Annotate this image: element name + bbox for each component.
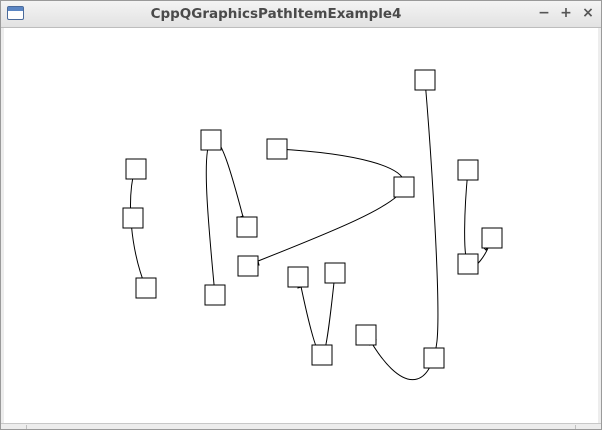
app-window-icon[interactable] [7,6,24,20]
rect-item[interactable] [324,262,346,284]
graphics-scene[interactable] [4,28,598,423]
close-button[interactable]: × [582,5,594,21]
path-item-6[interactable] [464,169,493,267]
rect-item[interactable] [125,158,147,180]
path-item-5[interactable] [366,79,439,380]
rect-item[interactable] [287,266,309,288]
resize-grip-left[interactable] [26,425,27,429]
rect-item[interactable] [414,69,436,91]
rect-item[interactable] [237,255,259,277]
rect-item[interactable] [122,207,144,229]
minimize-button[interactable]: − [538,5,550,21]
rect-item[interactable] [355,324,377,346]
rect-item[interactable] [204,284,226,306]
resize-grip-right[interactable] [575,425,576,429]
rect-item[interactable] [481,227,503,249]
rect-item[interactable] [200,129,222,151]
rect-item[interactable] [423,347,445,369]
graphics-view[interactable] [4,28,598,423]
maximize-button[interactable]: + [560,5,572,21]
rect-item[interactable] [457,253,479,275]
rect-item[interactable] [135,277,157,299]
path-item-3[interactable] [246,148,405,266]
rect-item[interactable] [236,216,258,238]
rect-item[interactable] [457,159,479,181]
rect-item[interactable] [311,344,333,366]
window-title: CppQGraphicsPathItemExample4 [150,6,402,22]
bottom-frame [1,423,601,429]
rect-item[interactable] [393,176,415,198]
title-bar[interactable]: CppQGraphicsPathItemExample4 − + × [1,1,601,28]
rect-item[interactable] [266,138,288,160]
